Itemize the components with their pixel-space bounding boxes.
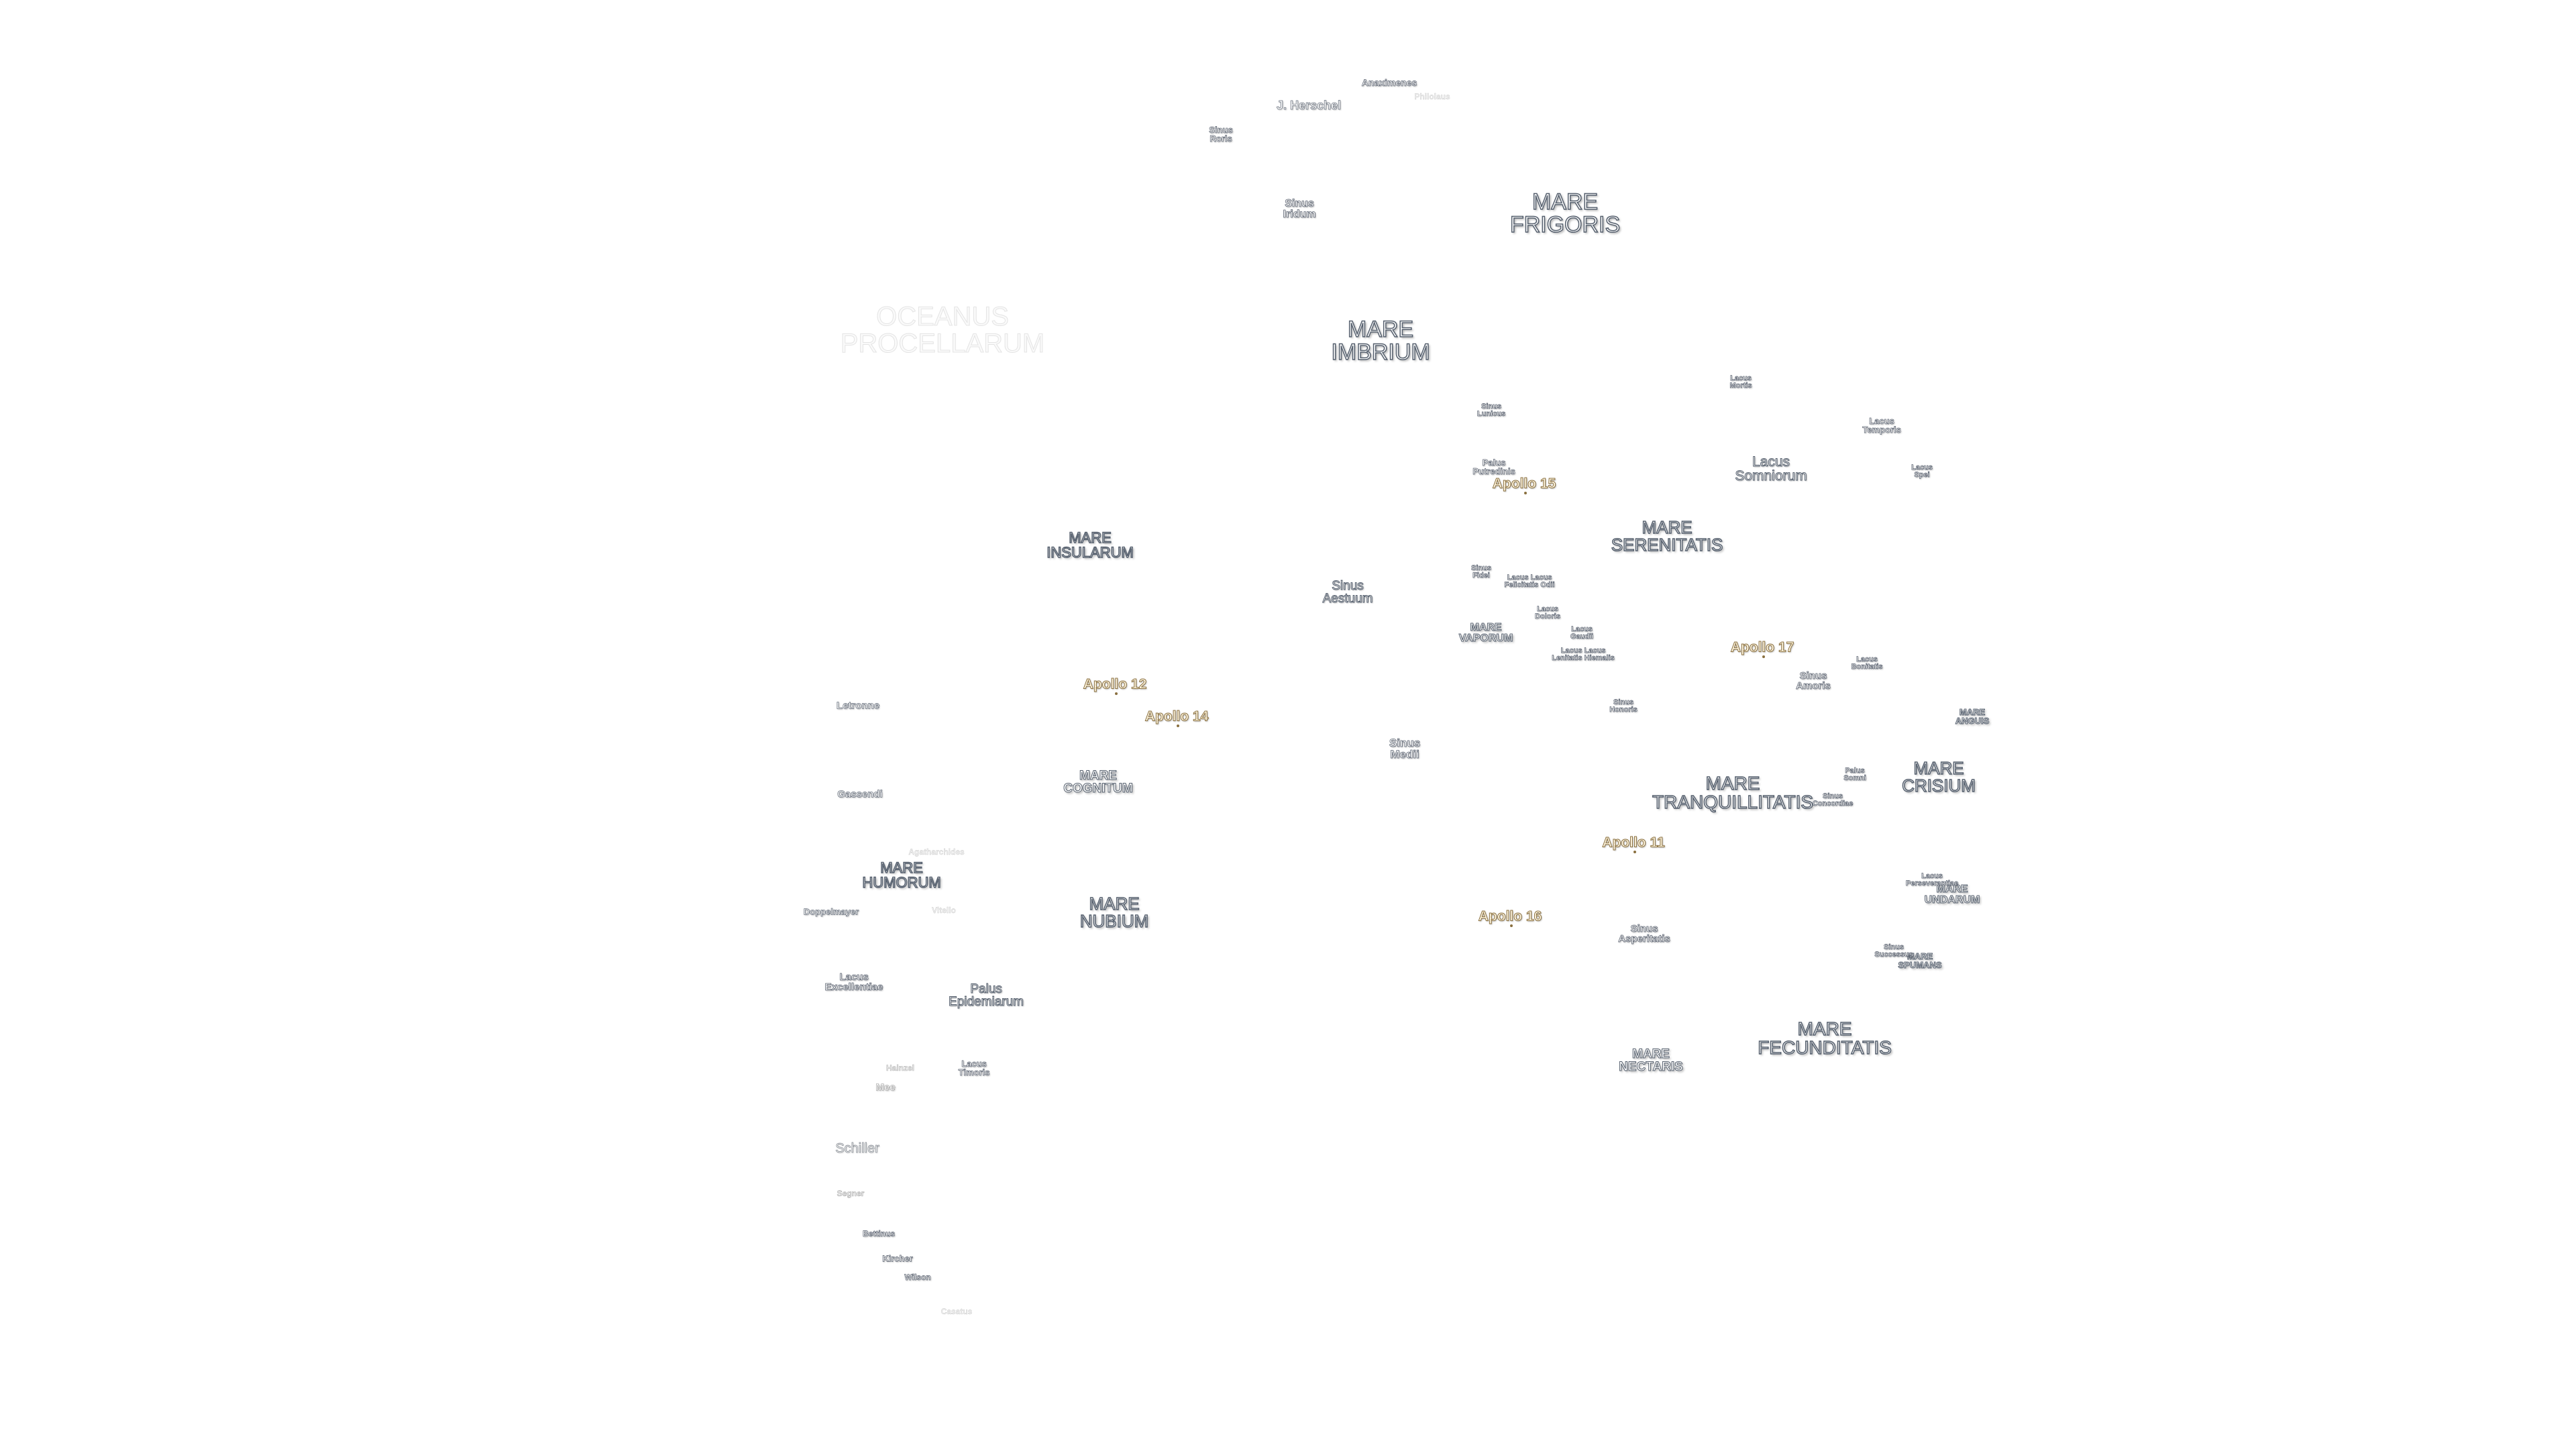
- label-mare-cognitum: MARE COGNITUM: [1063, 769, 1133, 796]
- label-mare-humorum: MARE HUMORUM: [862, 859, 942, 891]
- label-crater-casatus: Casatus: [941, 1307, 973, 1316]
- label-mare-undarum: MARE UNDARUM: [1924, 883, 1980, 906]
- label-sinus-asperitatis: Sinus Asperitatis: [1618, 923, 1670, 945]
- label-sinus-iridum: Sinus Iridum: [1283, 198, 1316, 220]
- label-lacus-excellentiae: Lacus Excellentiae: [824, 971, 883, 993]
- label-lacus-bonitatis: Lacus Bonitatis: [1851, 655, 1883, 671]
- label-lacus-felicitatis-odii: Lacus Lacus Felicitatis Odii: [1504, 574, 1555, 589]
- label-lacus-perseverantiae: Lacus Perseverantiae: [1905, 872, 1959, 888]
- label-palus-epidemiarum: Palus Epidemiarum: [949, 982, 1024, 1009]
- label-palus-somni: Palus Somni: [1843, 767, 1866, 782]
- apollo-11-marker: [1633, 851, 1636, 853]
- label-mare-anguis: MARE ANGUIS: [1955, 707, 1990, 726]
- label-oceanus-procellarum: OCEANUS PROCELLARUM: [840, 302, 1045, 358]
- label-lacus-somniorum: Lacus Somniorum: [1735, 454, 1807, 484]
- label-mare-frigoris: MARE FRIGORIS: [1509, 189, 1621, 237]
- label-sinus-successus: Sinus Successus: [1874, 943, 1913, 959]
- label-apollo-16: Apollo 16: [1478, 908, 1542, 924]
- apollo-17-marker: [1762, 655, 1765, 658]
- label-mare-tranquillitatis: MARE TRANQUILLITATIS: [1652, 773, 1814, 812]
- label-crater-hainzel: Hainzel: [885, 1063, 915, 1073]
- label-mare-fecunditatis: MARE FECUNDITATIS: [1757, 1018, 1892, 1058]
- label-crater-wilson: Wilson: [904, 1273, 931, 1282]
- label-lacus-doloris: Lacus Doloris: [1535, 605, 1561, 621]
- label-mare-insularum: MARE INSULARUM: [1046, 529, 1134, 561]
- label-mare-nectaris: MARE NECTARIS: [1619, 1047, 1684, 1074]
- label-crater-doppelmayer: Doppelmayer: [803, 906, 859, 917]
- label-apollo-12: Apollo 12: [1083, 676, 1147, 692]
- label-crater-gassendi: Gassendi: [837, 788, 883, 800]
- label-sinus-fidei: Sinus Fidei: [1471, 564, 1492, 580]
- label-apollo-14: Apollo 14: [1144, 708, 1209, 724]
- label-lacus-temporis: Lacus Temporis: [1862, 416, 1901, 435]
- label-lacus-mortis: Lacus Mortis: [1729, 374, 1752, 390]
- label-sinus-concordiae: Sinus Concordiae: [1812, 792, 1854, 808]
- label-mare-imbrium: MARE IMBRIUM: [1331, 317, 1431, 365]
- label-sinus-roris: Sinus Roris: [1209, 125, 1233, 144]
- label-crater-vitello: Vitello: [932, 906, 956, 915]
- label-crater-letronne: Letronne: [836, 700, 880, 712]
- label-sinus-lunicus: Sinus Lunicus: [1477, 402, 1506, 418]
- label-sinus-amoris: Sinus Amoris: [1796, 670, 1831, 692]
- label-apollo-11: Apollo 11: [1602, 835, 1665, 851]
- apollo-14-marker: [1177, 724, 1179, 727]
- label-crater-kircher: Kircher: [882, 1253, 913, 1264]
- label-sinus-medii: Sinus Medii: [1389, 737, 1421, 761]
- label-crater-mee: Mee: [875, 1081, 896, 1093]
- label-crater-segner: Segner: [837, 1189, 865, 1198]
- label-sinus-aestuum: Sinus Aestuum: [1322, 579, 1373, 606]
- label-crater-anaximenes: Anaximenes: [1361, 77, 1417, 88]
- apollo-16-marker: [1510, 924, 1513, 927]
- label-lacus-lenitatis-hiemalis: Lacus Lacus Lenitatis Hiemalis: [1552, 647, 1615, 662]
- apollo-12-marker: [1115, 692, 1118, 695]
- label-crater-agatharchides: Agatharchides: [908, 847, 965, 857]
- label-mare-vaporum: MARE VAPORUM: [1458, 622, 1513, 644]
- label-lacus-spei: Lacus Spei: [1911, 464, 1933, 479]
- label-sinus-honoris: Sinus Honoris: [1609, 698, 1638, 714]
- label-palus-putredinis: Palus Putredinis: [1472, 458, 1515, 476]
- label-mare-serenitatis: MARE SERENITATIS: [1611, 517, 1723, 555]
- label-lacus-gaudii: Lacus Gaudii: [1570, 625, 1594, 641]
- apollo-15-marker: [1524, 492, 1527, 494]
- label-apollo-15: Apollo 15: [1492, 476, 1556, 492]
- label-mare-nubium: MARE NUBIUM: [1079, 894, 1149, 931]
- label-crater-philolaus: Philolaus: [1414, 92, 1450, 101]
- label-crater-schiller: Schiller: [835, 1141, 879, 1156]
- label-crater-j-herschel: J. Herschel: [1276, 99, 1342, 112]
- label-mare-crisium: MARE CRISIUM: [1901, 758, 1976, 796]
- label-apollo-17: Apollo 17: [1730, 639, 1794, 655]
- label-mare-spumans: MARE SPUMANS: [1898, 951, 1942, 970]
- label-lacus-timoris: Lacus Timoris: [958, 1059, 990, 1077]
- label-crater-bettinus: Bettinus: [863, 1229, 896, 1238]
